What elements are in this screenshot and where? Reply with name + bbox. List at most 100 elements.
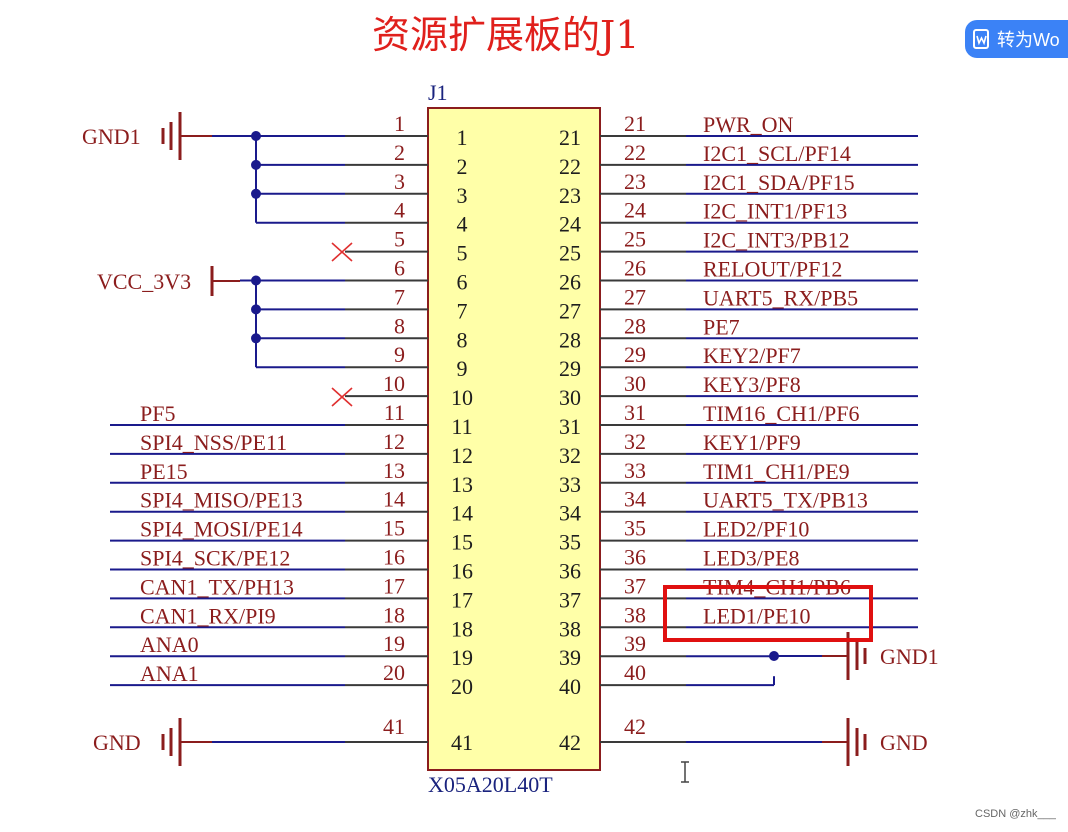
- pin-number-24: 24: [624, 198, 646, 223]
- inner-pin-number-30: 30: [559, 385, 581, 410]
- net-label-12: SPI4_NSS/PE11: [140, 430, 287, 455]
- no-connect-pin10: [331, 387, 353, 407]
- inner-pin-number-36: 36: [559, 559, 581, 584]
- net-label-23: I2C1_SDA/PF15: [703, 170, 855, 195]
- pin-number-8: 8: [394, 313, 405, 338]
- highlight-box: [663, 585, 873, 642]
- pin-number-6: 6: [394, 256, 405, 281]
- net-label-14: SPI4_MISO/PE13: [140, 488, 303, 513]
- pin-number-9: 9: [394, 342, 405, 367]
- inner-pin-number-29: 29: [559, 356, 581, 381]
- inner-pin-number-25: 25: [559, 241, 581, 266]
- net-label-32: KEY1/PF9: [703, 430, 801, 455]
- net-label-33: TIM1_CH1/PE9: [703, 459, 850, 484]
- pin-number-34: 34: [624, 487, 646, 512]
- net-label-22: I2C1_SCL/PF14: [703, 141, 851, 166]
- gnd1-left-label: GND1: [82, 124, 141, 149]
- pin-number-39: 39: [624, 631, 646, 656]
- inner-pin-number-37: 37: [559, 587, 581, 612]
- gnd-right-label: GND: [880, 730, 928, 755]
- net-label-24: I2C_INT1/PF13: [703, 199, 847, 224]
- inner-pin-number-6: 6: [457, 270, 468, 295]
- pin-number-1: 1: [394, 111, 405, 136]
- inner-pin-number-40: 40: [559, 674, 581, 699]
- junction-dot: [251, 304, 261, 315]
- net-label-11: PF5: [140, 401, 175, 426]
- net-label-36: LED3/PE8: [703, 546, 800, 571]
- inner-pin-number-5: 5: [457, 241, 468, 266]
- pin-number-21: 21: [624, 111, 646, 136]
- pin-number-22: 22: [624, 140, 646, 165]
- inner-pin-number-7: 7: [457, 298, 468, 323]
- inner-pin-number-9: 9: [457, 356, 468, 381]
- net-label-17: CAN1_TX/PH13: [140, 574, 294, 599]
- inner-pin-number-23: 23: [559, 183, 581, 208]
- inner-pin-number-38: 38: [559, 616, 581, 641]
- pin-number-36: 36: [624, 545, 646, 570]
- pin-number-33: 33: [624, 458, 646, 483]
- pin-number-13: 13: [383, 458, 405, 483]
- inner-pin-number-16: 16: [451, 559, 473, 584]
- inner-pin-number-15: 15: [451, 530, 473, 555]
- inner-pin-number-33: 33: [559, 472, 581, 497]
- text-cursor-icon: [681, 761, 689, 783]
- net-label-35: LED2/PF10: [703, 517, 809, 542]
- inner-pin-number-22: 22: [559, 154, 581, 179]
- vcc-label: VCC_3V3: [97, 269, 191, 294]
- inner-pin-number-26: 26: [559, 270, 581, 295]
- inner-pin-number-24: 24: [559, 212, 581, 237]
- inner-pin-number-34: 34: [559, 501, 581, 526]
- pin-number-37: 37: [624, 573, 646, 598]
- inner-pin-number-27: 27: [559, 298, 581, 323]
- pin-number-26: 26: [624, 256, 646, 281]
- net-label-19: ANA0: [140, 632, 199, 657]
- pin-number-19: 19: [383, 631, 405, 656]
- pin-number-29: 29: [624, 342, 646, 367]
- pin-number-18: 18: [383, 602, 405, 627]
- pin-number-17: 17: [383, 573, 405, 598]
- inner-pin-number-13: 13: [451, 472, 473, 497]
- inner-pin-number-32: 32: [559, 443, 581, 468]
- inner-pin-number-14: 14: [451, 501, 473, 526]
- inner-pin-number-18: 18: [451, 616, 473, 641]
- document-icon: [973, 29, 989, 49]
- pin-number-20: 20: [383, 660, 405, 685]
- pin-number-23: 23: [624, 169, 646, 194]
- inner-pin-number-4: 4: [457, 212, 468, 237]
- inner-pin-number-42: 42: [559, 730, 581, 755]
- inner-pin-number-11: 11: [451, 414, 472, 439]
- gnd-left-symbol: [161, 718, 212, 766]
- net-label-29: KEY2/PF7: [703, 343, 801, 368]
- component-designator: J1: [428, 80, 448, 105]
- convert-to-word-button[interactable]: 转为Wo: [965, 20, 1068, 58]
- inner-pin-number-10: 10: [451, 385, 473, 410]
- convert-button-label: 转为Wo: [997, 30, 1060, 50]
- pin-number-30: 30: [624, 371, 646, 396]
- pin-number-7: 7: [394, 284, 405, 309]
- inner-pin-number-35: 35: [559, 530, 581, 555]
- inner-pin-number-2: 2: [457, 154, 468, 179]
- pin-number-40: 40: [624, 660, 646, 685]
- inner-pin-number-1: 1: [457, 125, 468, 150]
- gnd1-left-symbol: [161, 112, 212, 160]
- page-title: 资源扩展板的J1: [372, 13, 640, 57]
- pin-number-38: 38: [624, 602, 646, 627]
- junction-dot: [251, 275, 261, 286]
- pin-number-41: 41: [383, 714, 405, 739]
- net-label-13: PE15: [140, 459, 188, 484]
- junction-dot: [251, 131, 261, 141]
- net-label-28: PE7: [703, 314, 740, 339]
- inner-pin-number-39: 39: [559, 645, 581, 670]
- net-label-27: UART5_RX/PB5: [703, 285, 858, 310]
- inner-pin-number-8: 8: [457, 327, 468, 352]
- net-label-18: CAN1_RX/PI9: [140, 603, 276, 628]
- pin-number-32: 32: [624, 429, 646, 454]
- pin-number-35: 35: [624, 516, 646, 541]
- component-part-number: X05A20L40T: [428, 772, 553, 797]
- pin-number-16: 16: [383, 545, 405, 570]
- net-label-21: PWR_ON: [703, 112, 794, 137]
- net-label-26: RELOUT/PF12: [703, 257, 842, 282]
- junction-dot: [769, 651, 779, 661]
- gnd1-right-label: GND1: [880, 644, 939, 669]
